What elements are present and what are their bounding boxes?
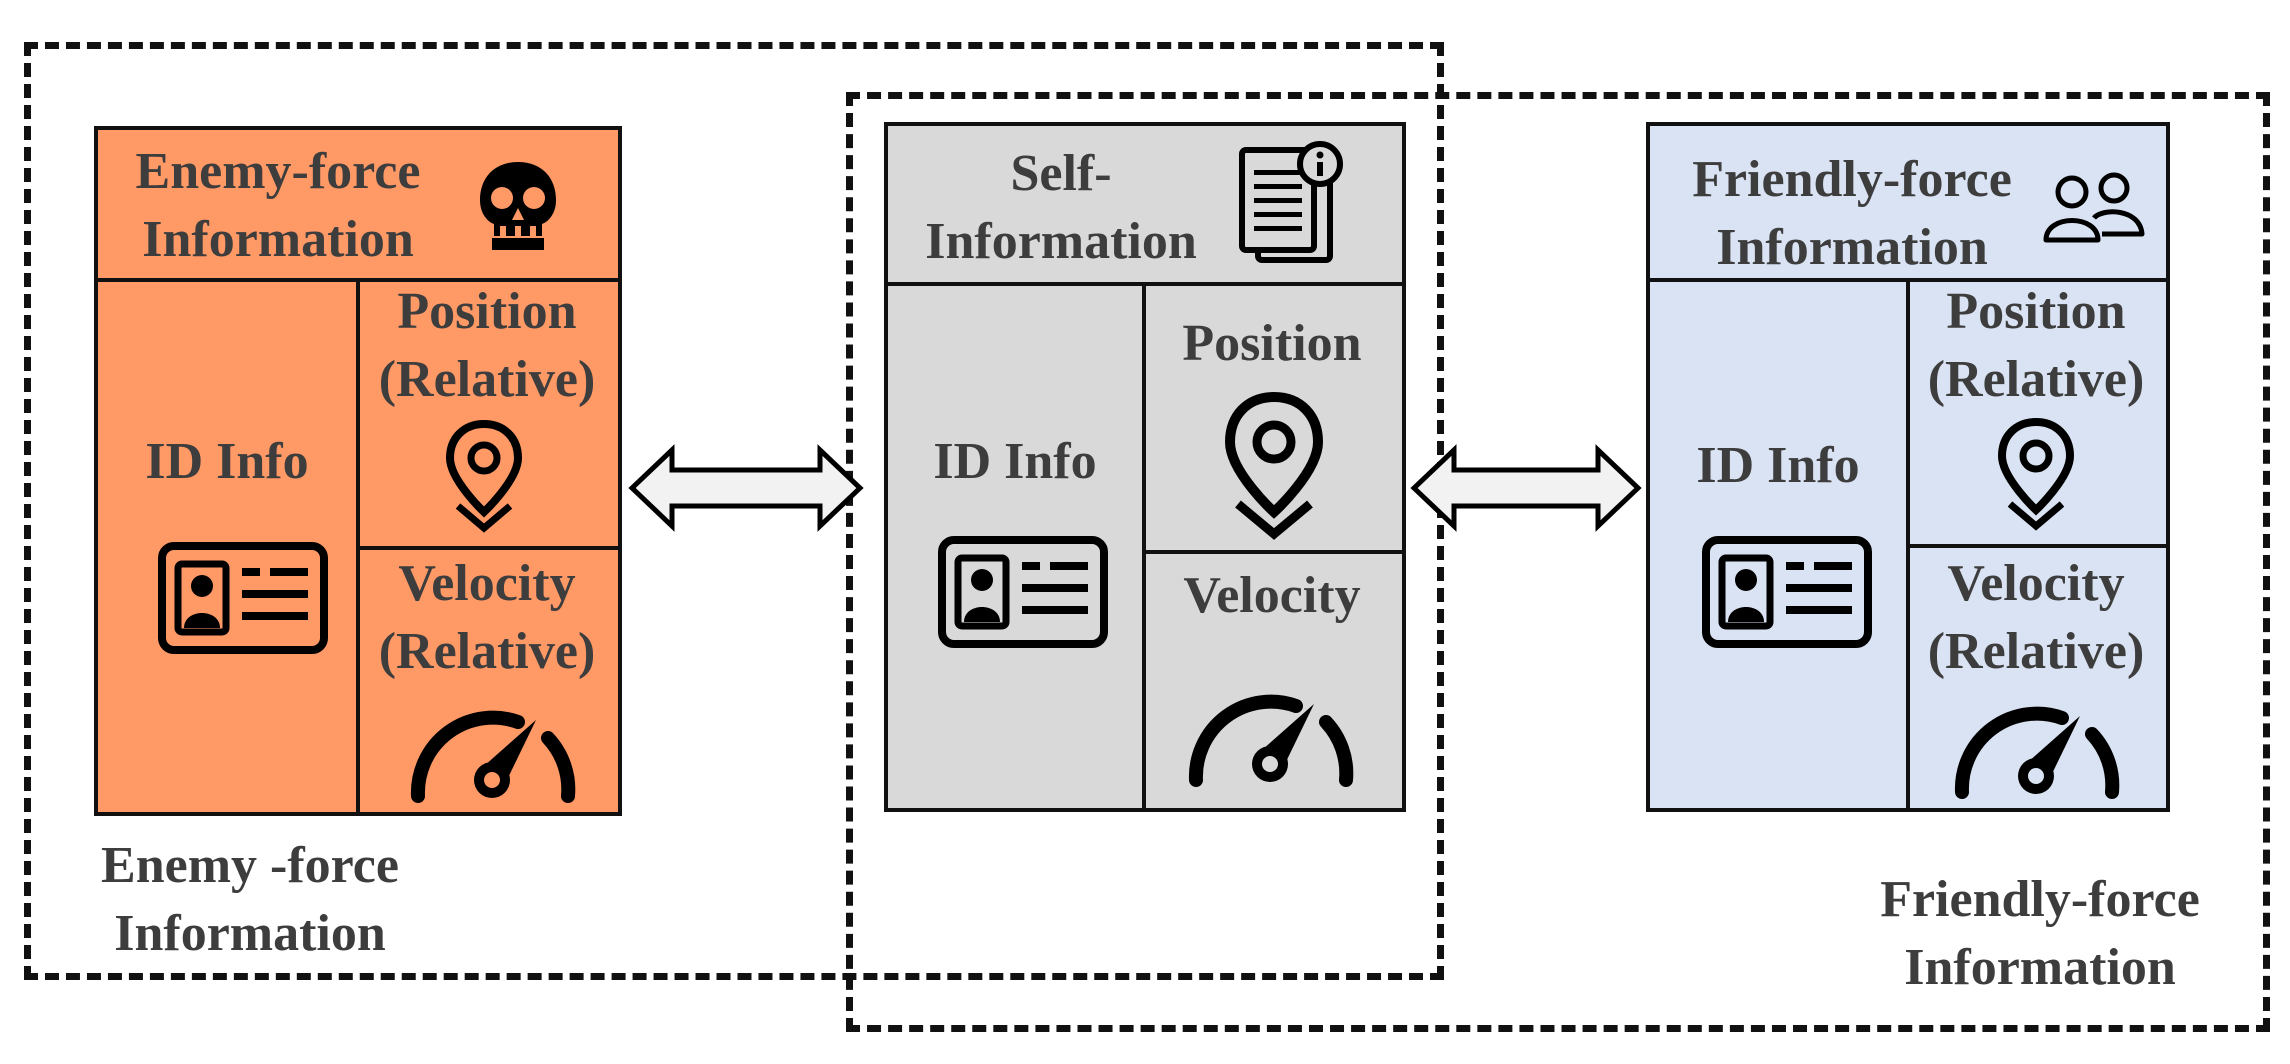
self-id-label: ID Info [933,433,1097,490]
friendly-panel-header: Friendly-force Information [1650,126,2166,282]
friendly-info-panel: Friendly-force Information ID Info Posit… [1646,122,2170,812]
friendly-position-cell: Position (Relative) [1906,278,2166,548]
friendly-id-label: ID Info [1696,437,1860,494]
double-arrow-icon [628,444,864,532]
self-velocity-cell: Velocity [1142,554,1402,808]
self-velocity-label: Velocity [1183,567,1361,624]
friendly-group-outline [846,92,2270,1032]
enemy-id-column: ID Info [98,278,360,812]
id-card-icon [1702,536,1872,648]
enemy-velocity-label: Velocity (Relative) [378,555,596,680]
self-panel-header: Self- Information [888,126,1402,286]
users-icon [2043,172,2145,243]
self-info-panel: Self- Information ID Info [884,122,1406,812]
enemy-position-cell: Position (Relative) [356,278,618,550]
skull-icon [480,162,556,250]
location-pin-icon [1224,391,1324,540]
self-panel-title: Self- Information [925,145,1197,270]
enemy-info-panel: Enemy-force Information ID Info [94,126,622,816]
location-pin-icon [1997,417,2075,531]
location-pin-icon [445,419,523,533]
id-card-icon [938,536,1108,648]
speedometer-icon [1954,706,2120,799]
speedometer-icon [1188,694,1354,787]
friendly-velocity-label: Velocity (Relative) [1927,555,2145,680]
friendly-panel-title: Friendly-force Information [1692,151,2012,276]
friendly-velocity-cell: Velocity (Relative) [1906,548,2166,808]
id-card-icon [158,542,328,654]
enemy-velocity-cell: Velocity (Relative) [356,550,618,812]
self-position-label: Position [1182,315,1362,372]
document-info-icon [1239,141,1343,263]
friendly-position-label: Position (Relative) [1927,283,2145,408]
enemy-id-label: ID Info [145,433,309,490]
enemy-panel-title: Enemy-force Information [135,143,421,268]
friendly-id-column: ID Info [1650,278,1910,808]
self-id-column: ID Info [888,282,1146,808]
enemy-panel-header: Enemy-force Information [98,130,618,282]
enemy-group-caption: Enemy -force Information [101,837,399,962]
enemy-position-label: Position (Relative) [378,283,596,408]
speedometer-icon [410,710,576,803]
self-position-cell: Position [1142,282,1402,554]
double-arrow-icon [1410,444,1642,532]
friendly-group-caption: Friendly-force Information [1880,871,2200,996]
